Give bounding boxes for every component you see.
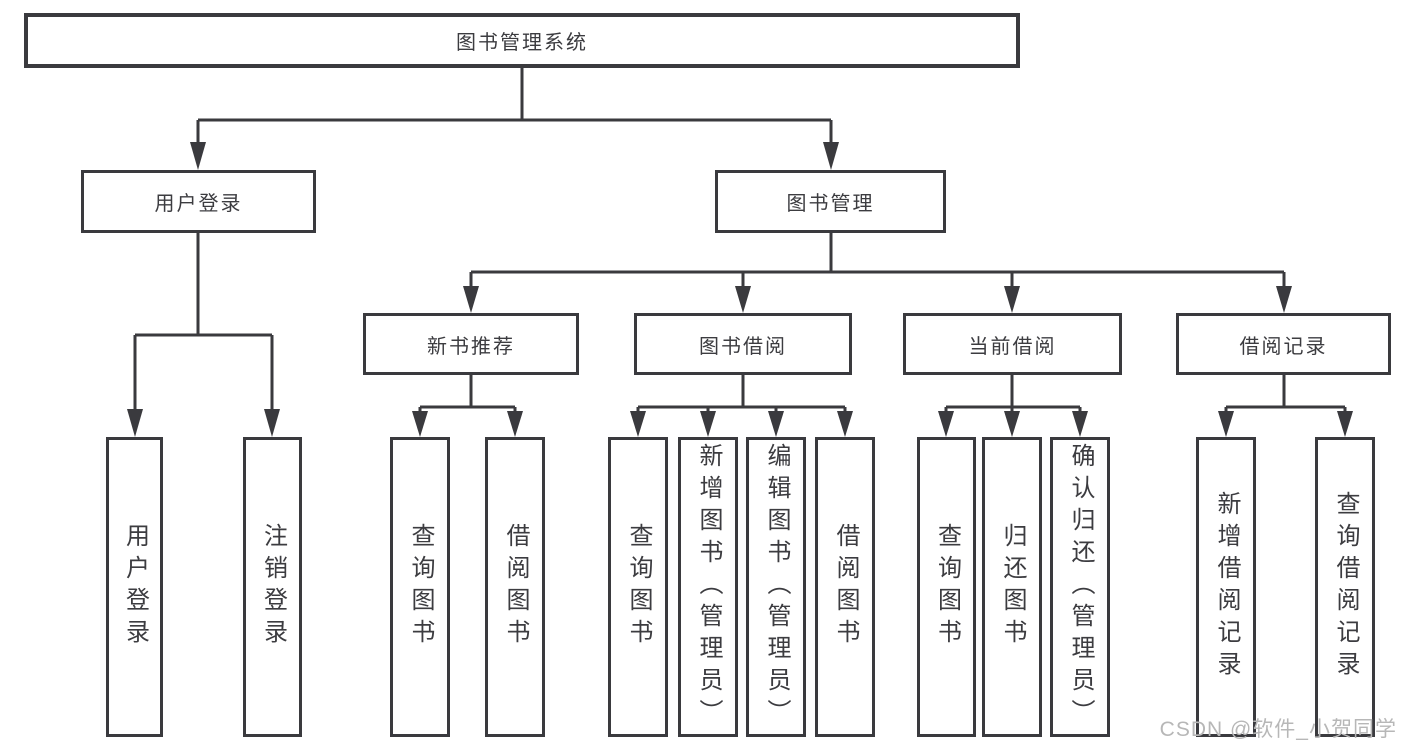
connector-newbook-children: [412, 375, 523, 437]
connector-root-children: [190, 68, 839, 170]
leaf-label: 借阅图书: [502, 523, 529, 651]
leaf-label: 查询图书: [625, 523, 652, 651]
leaf-label: 注销登录: [259, 523, 287, 651]
leaf-label: 用户登录: [121, 523, 149, 651]
leaf-query-books-current: 查询图书: [917, 437, 976, 737]
leaf-edit-book-admin: 编辑图书（管理员）: [746, 437, 806, 737]
csdn-watermark: CSDN @软件_小贺同学: [1159, 718, 1397, 741]
leaf-query-books-borrow: 查询图书: [608, 437, 668, 737]
leaf-label: 编辑图书（管理员）: [763, 443, 790, 731]
connector-login-children: [127, 233, 280, 437]
connector-borrow-children: [630, 375, 853, 437]
node-label: 当前借阅: [968, 335, 1057, 358]
leaf-label: 查询图书: [407, 523, 434, 651]
leaf-borrow-books: 借阅图书: [815, 437, 875, 737]
leaf-add-borrow-record: 新增借阅记录: [1196, 437, 1256, 737]
leaf-label: 查询图书: [933, 523, 961, 651]
connector-mgmt-children: [463, 233, 1292, 313]
leaf-label: 查询借阅记录: [1332, 491, 1359, 683]
leaf-query-books-recommend: 查询图书: [390, 437, 450, 737]
node-user-login: 用户登录: [81, 170, 316, 233]
node-label: 用户登录: [154, 193, 243, 215]
node-label: 借阅记录: [1239, 335, 1328, 358]
leaf-label: 新增图书（管理员）: [695, 443, 722, 731]
leaf-return-book: 归还图书: [982, 437, 1042, 737]
connector-current-children: [938, 375, 1088, 437]
leaf-borrow-books-recommend: 借阅图书: [485, 437, 545, 737]
node-library-system: 图书管理系统: [24, 13, 1020, 68]
node-book-management: 图书管理: [715, 170, 946, 233]
leaf-query-borrow-record: 查询借阅记录: [1315, 437, 1375, 737]
node-label: 新书推荐: [427, 335, 515, 358]
node-label: 图书管理系统: [456, 32, 588, 54]
leaf-label: 新增借阅记录: [1213, 491, 1240, 683]
node-label: 图书管理: [786, 193, 875, 215]
leaf-user-login: 用户登录: [106, 437, 163, 737]
node-borrow-record: 借阅记录: [1176, 313, 1391, 375]
node-book-borrow: 图书借阅: [634, 313, 852, 375]
connector-record-children: [1218, 375, 1353, 437]
node-current-borrow: 当前借阅: [903, 313, 1122, 375]
leaf-add-book-admin: 新增图书（管理员）: [678, 437, 738, 737]
node-new-book-recommend: 新书推荐: [363, 313, 579, 375]
leaf-label: 确认归还（管理员）: [1067, 443, 1094, 731]
leaf-label: 借阅图书: [832, 523, 859, 651]
leaf-logout: 注销登录: [243, 437, 302, 737]
leaf-label: 归还图书: [999, 523, 1026, 651]
leaf-confirm-return-admin: 确认归还（管理员）: [1050, 437, 1110, 737]
node-label: 图书借阅: [699, 335, 787, 358]
